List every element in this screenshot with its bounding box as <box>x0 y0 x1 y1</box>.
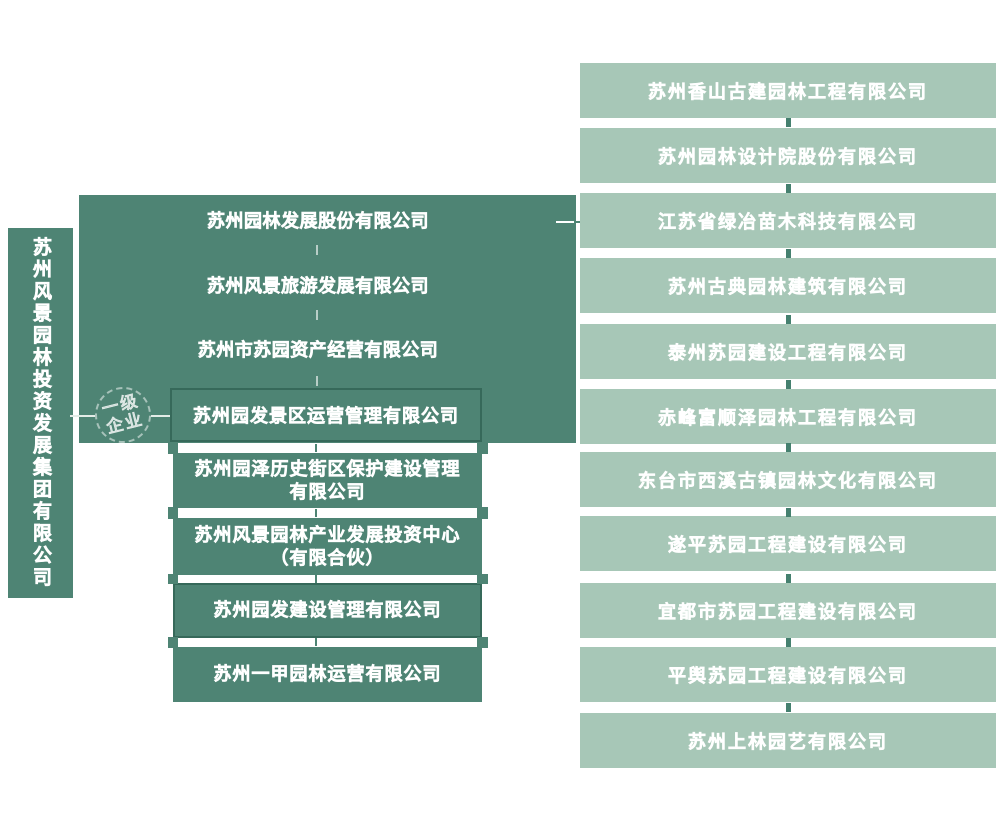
connector-tab <box>477 442 488 454</box>
parent-company-box: 苏州风景园林投资发展集团有限公司 <box>8 228 73 598</box>
company-box: 苏州上林园艺有限公司 <box>580 713 996 768</box>
highlighted-company-box: 苏州园发景区运营管理有限公司 <box>170 388 482 442</box>
dashed-connector <box>315 575 317 583</box>
company-label: 苏州风景旅游发展有限公司 <box>207 276 429 298</box>
company-box: 平舆苏园工程建设有限公司 <box>580 647 996 702</box>
company-box: 苏州古典园林建筑有限公司 <box>580 258 996 313</box>
dashed-connector <box>786 508 791 517</box>
connector-tab <box>477 574 488 584</box>
dashed-connector <box>316 245 318 255</box>
dashed-connector <box>786 249 791 258</box>
dashed-connector <box>786 574 791 583</box>
dashed-connector <box>786 703 791 712</box>
dashed-connector <box>316 376 318 386</box>
dashed-connector <box>786 380 791 389</box>
parent-company-name: 苏州风景园林投资发展集团有限公司 <box>30 237 53 590</box>
company-box: 赤峰富顺泽园林工程有限公司 <box>580 389 996 444</box>
dashed-connector <box>786 184 791 193</box>
dashed-connector <box>786 315 791 324</box>
company-box: 苏州一甲园林运营有限公司 <box>173 647 482 702</box>
dashed-connector <box>786 118 791 127</box>
dashed-connector <box>315 444 317 452</box>
connector-tab <box>168 574 178 584</box>
dashed-connector <box>315 638 317 646</box>
block-right-connector-white <box>556 221 576 223</box>
company-box: 苏州香山古建园林工程有限公司 <box>580 63 996 118</box>
company-label: 苏州园发景区运营管理有限公司 <box>193 406 459 428</box>
dashed-connector <box>315 509 317 517</box>
connector-tab <box>168 442 178 454</box>
dashed-connector <box>316 310 318 320</box>
dashed-connector <box>786 443 791 452</box>
company-box: 泰州苏园建设工程有限公司 <box>580 324 996 379</box>
connector-tab <box>477 507 488 519</box>
company-label: 苏州园林发展股份有限公司 <box>207 211 429 233</box>
connector-tab <box>168 637 178 648</box>
company-label: 苏州市苏园资产经营有限公司 <box>197 340 439 362</box>
company-box: 苏州园林设计院股份有限公司 <box>580 128 996 183</box>
connector-tab <box>168 507 178 519</box>
connector-tab <box>477 637 488 648</box>
subsidiaries-block <box>79 195 576 443</box>
company-box: 苏州风景园林产业发展投资中心 （有限合伙） <box>173 518 482 575</box>
company-box: 东台市西溪古镇园林文化有限公司 <box>580 452 996 507</box>
block-right-connector <box>574 221 580 223</box>
company-box: 遂平苏园工程建设有限公司 <box>580 516 996 571</box>
highlighted-company-box: 苏州园发建设管理有限公司 <box>173 583 482 638</box>
company-box: 江苏省绿冶苗木科技有限公司 <box>580 193 996 248</box>
company-box: 宜都市苏园工程建设有限公司 <box>580 583 996 638</box>
company-box: 苏州园泽历史街区保护建设管理 有限公司 <box>173 453 482 508</box>
dashed-connector <box>786 638 791 647</box>
